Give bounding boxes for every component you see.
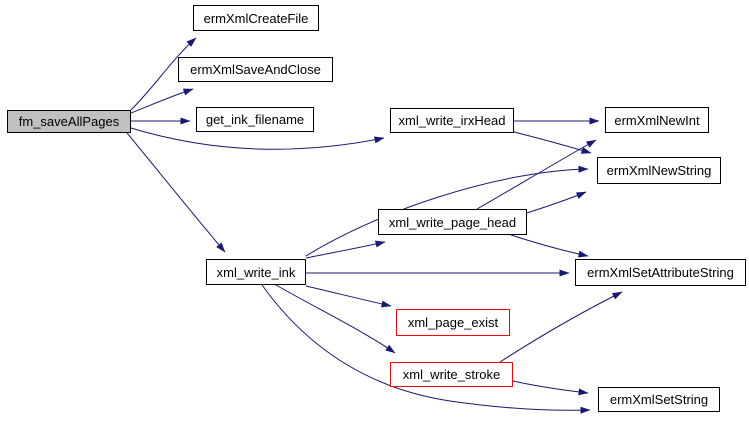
node-ermXmlSaveAndClose[interactable]: ermXmlSaveAndClose [178,57,333,82]
edge-xml_write_page_head-to-ermXmlNewString [526,191,587,214]
node-label: xml_write_page_head [388,214,517,230]
node-ermXmlSetString[interactable]: ermXmlSetString [598,387,720,412]
node-xml_write_page_head[interactable]: xml_write_page_head [378,209,527,235]
node-label: xml_page_exist [407,315,499,330]
node-label: ermXmlNewInt [614,112,700,128]
node-ermXmlSetAttributeString[interactable]: ermXmlSetAttributeString [575,259,746,286]
node-get_ink_filename[interactable]: get_ink_filename [196,107,314,132]
node-label: xml_write_irxHead [398,113,506,128]
node-label: ermXmlSetString [609,392,709,407]
node-xml_write_irxHead[interactable]: xml_write_irxHead [390,108,514,133]
edge-fm_saveAllPages-to-xml_write_ink [126,132,226,253]
edge-xml_write_ink-to-xml_write_stroke [275,284,396,354]
edge-fm_saveAllPages-to-ermXmlSaveAndClose [130,88,194,114]
node-ermXmlCreateFile[interactable]: ermXmlCreateFile [193,5,319,31]
node-xml_write_ink[interactable]: xml_write_ink [206,259,306,285]
node-ermXmlNewString[interactable]: ermXmlNewString [597,157,721,184]
node-xml_page_exist[interactable]: xml_page_exist [396,309,510,336]
edge-xml_write_ink-to-ermXmlNewString [305,165,589,257]
node-xml_write_stroke[interactable]: xml_write_stroke [390,362,513,387]
node-ermXmlNewInt[interactable]: ermXmlNewInt [605,107,709,133]
edge-fm_saveAllPages-to-xml_write_irxHead [130,127,385,150]
edge-xml_write_irxHead-to-ermXmlNewString [513,131,592,154]
node-label: ermXmlCreateFile [203,10,309,26]
node-fm_saveAllPages[interactable]: fm_saveAllPages [7,110,131,133]
edge-xml_write_ink-to-xml_write_page_head [305,240,386,259]
node-label: ermXmlNewString [606,163,712,178]
node-label: ermXmlSetAttributeString [587,265,734,280]
edge-xml_write_ink-to-xml_page_exist [305,285,392,308]
edge-xml_write_stroke-to-ermXmlSetAttributeString [499,291,623,363]
edge-xml_write_stroke-to-ermXmlSetString [512,380,589,396]
node-label: xml_write_stroke [402,367,501,382]
node-label: ermXmlSaveAndClose [190,62,321,77]
edge-xml_write_ink-to-ermXmlSetString [261,284,591,414]
node-label: xml_write_ink [216,264,296,280]
node-label: get_ink_filename [205,112,305,127]
edge-xml_write_page_head-to-ermXmlNewInt [476,139,597,210]
edge-xml_write_page_head-to-ermXmlSetAttributeString [510,234,589,258]
node-label: fm_saveAllPages [18,114,120,129]
edge-fm_saveAllPages-to-ermXmlCreateFile [130,37,197,111]
